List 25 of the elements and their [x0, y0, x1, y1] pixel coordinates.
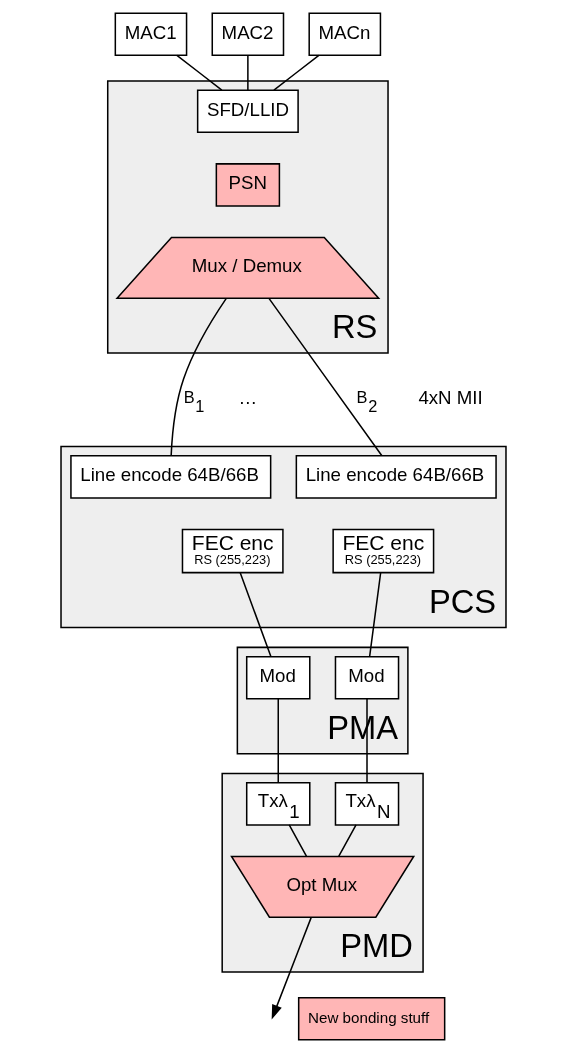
node-box: Mod — [245, 655, 311, 700]
node-box: Line encode 64B/66B — [70, 455, 272, 499]
connector — [338, 824, 357, 857]
connector — [247, 54, 249, 91]
connector — [368, 572, 382, 658]
node-box: MACn — [308, 12, 382, 56]
node-box: Mod — [334, 655, 400, 700]
label: 4xN MII — [418, 387, 483, 409]
node-box: Line encode 64B/66B — [295, 455, 497, 499]
arrow — [271, 916, 312, 1020]
label: … — [238, 387, 258, 409]
legend-label: New bonding stuff — [308, 1008, 430, 1026]
connector — [268, 297, 383, 457]
connector — [277, 698, 279, 784]
connector — [273, 54, 320, 91]
node-box: MAC2 — [211, 12, 285, 56]
connector — [176, 54, 223, 91]
connector — [170, 297, 227, 457]
connector — [288, 824, 308, 857]
node-box: FEC enc RS (255,223) — [181, 528, 284, 574]
connector — [239, 572, 272, 658]
node-box: MAC1 — [114, 12, 188, 56]
node-box: FEC enc RS (255,223) — [332, 528, 435, 574]
node-box: PSN — [215, 163, 281, 207]
node-box: SFD/LLID — [196, 89, 299, 134]
